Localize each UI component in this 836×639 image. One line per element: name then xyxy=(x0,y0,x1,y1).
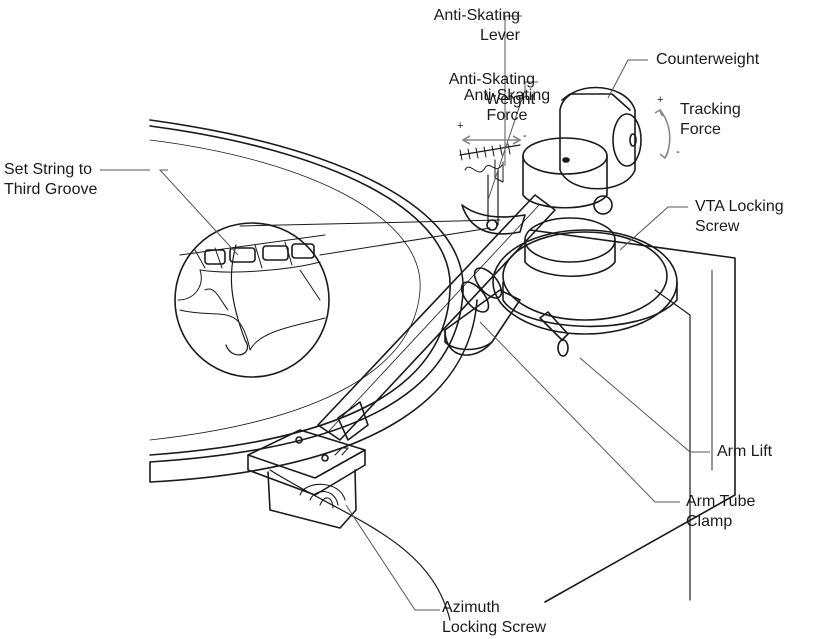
leader-arm-tube-clamp xyxy=(479,321,680,503)
leader-anti-skating-lever xyxy=(504,15,522,166)
label-anti-skating-force: Anti-Skating Force xyxy=(463,87,551,124)
anti-skating-assembly xyxy=(459,143,526,235)
leader-counterweight xyxy=(607,59,648,99)
tracking-force-arrow xyxy=(659,109,671,159)
platter xyxy=(149,119,478,483)
armrest xyxy=(444,289,521,356)
leader-set-string xyxy=(158,169,239,256)
anti-skating-plus: + xyxy=(457,120,464,132)
label-azimuth-locking-screw: Azimuth Locking Screw xyxy=(442,599,547,636)
leader-arm-lift xyxy=(579,357,710,453)
pivot-head xyxy=(522,137,613,215)
label-arm-lift: Arm Lift xyxy=(717,443,773,460)
label-vta-locking-screw: VTA Locking Screw xyxy=(695,198,784,235)
label-anti-skating-lever: Anti-Skating Lever xyxy=(433,7,520,44)
headshell-cartridge xyxy=(247,401,369,529)
arm-lift xyxy=(539,311,569,357)
plinth xyxy=(269,229,736,621)
label-set-string: Set String to Third Groove xyxy=(4,161,98,198)
force-arrows xyxy=(461,108,671,160)
label-anti-skating-weight: Anti-Skating Weight xyxy=(448,71,535,108)
label-tracking-force: Tracking Force xyxy=(680,101,741,138)
tonearm-tube xyxy=(317,194,556,441)
magnifier xyxy=(174,219,501,378)
counterweight-body xyxy=(559,86,642,190)
tracking-plus: + xyxy=(657,94,664,106)
leader-anti-skating-weight xyxy=(487,81,538,201)
tracking-minus: - xyxy=(676,146,680,158)
tonearm-base xyxy=(492,217,678,335)
leader-vta-locking-screw xyxy=(619,206,688,251)
leader-lines xyxy=(100,15,710,611)
label-arm-tube-clamp: Arm Tube Clamp xyxy=(686,493,756,530)
label-counterweight: Counterweight xyxy=(656,51,760,68)
anti-skating-minus: - xyxy=(523,130,527,142)
leader-azimuth-locking-screw xyxy=(345,504,440,611)
